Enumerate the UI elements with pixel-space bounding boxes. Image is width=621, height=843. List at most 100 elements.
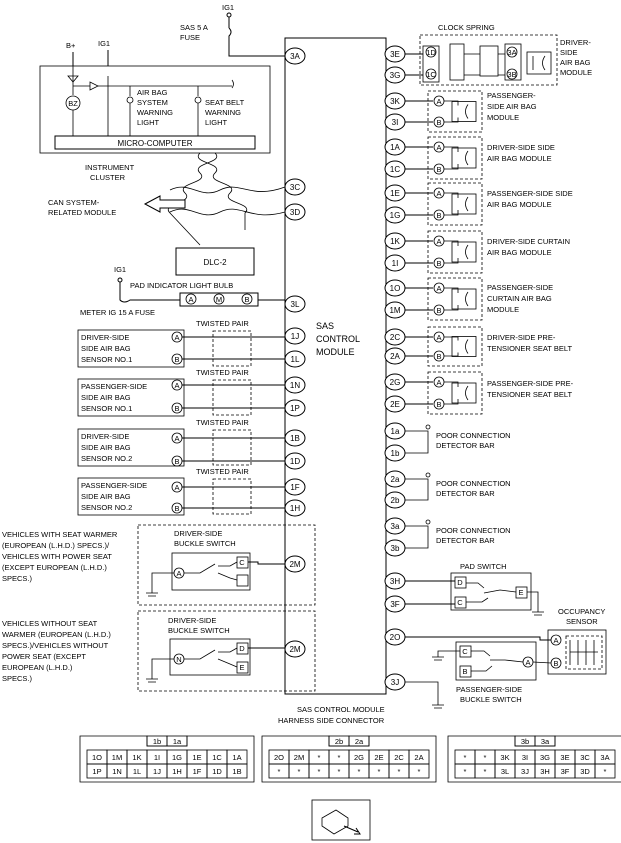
squib-box [451, 101, 477, 122]
squib-box [451, 382, 477, 404]
module-label-1: SAS [316, 321, 334, 331]
pin-label: B [436, 306, 441, 315]
sensor-box [77, 329, 185, 368]
occupancy-label: SENSOR [566, 617, 598, 626]
dlc2-box [175, 247, 255, 276]
pin-3L [284, 295, 306, 313]
view-arrow-icon [343, 825, 361, 835]
pin-label: 3K [390, 97, 400, 106]
pad-bulb-label: PAD INDICATOR LIGHT BULB [130, 281, 233, 290]
connector-pin-label: 3I [522, 753, 528, 762]
twisted-pair-label: TWISTED PAIR [196, 467, 249, 476]
pin-label: 3E [390, 50, 400, 59]
module-wires [405, 146, 433, 170]
pin-label: B [174, 355, 179, 364]
connector-pin-label: 2G [354, 753, 364, 762]
occupancy-sensor-array-icon [569, 640, 598, 665]
pin-label: E [239, 663, 244, 672]
pin-label: D [457, 578, 463, 587]
poor-connection-2: POOR CONNECTION DETECTOR BAR [405, 472, 511, 501]
ground-icon [146, 658, 174, 683]
pin-label: 1N [290, 381, 300, 390]
sensor-label: PASSENGER-SIDE [81, 481, 147, 490]
pad-indicator-wire [119, 282, 285, 303]
occupancy-sensor-box [547, 629, 607, 675]
module-wires [405, 336, 433, 357]
sas-fuse-label-2: FUSE [180, 33, 200, 42]
connector-pin-label: 1b [153, 737, 161, 746]
connector-pin-label: 1L [133, 767, 141, 776]
seatbelt-warning-lamp-icon [194, 96, 202, 104]
sensor-label: SIDE AIR BAG [81, 344, 131, 353]
twisted-pair-box [212, 330, 252, 367]
driver-airbag-module-label: AIR BAG [560, 58, 591, 67]
cluster-internal-wires [72, 66, 109, 136]
connector-cell [534, 735, 556, 747]
pin-label: B [174, 457, 179, 466]
instrument-cluster-box [39, 65, 271, 154]
pin-label: 1D [426, 48, 436, 57]
pin-label: 1b [391, 449, 400, 458]
module-label: DRIVER-SIDE PRE- [487, 333, 556, 342]
module-label-2: CONTROL [316, 334, 360, 344]
connector-pin-label: 3K [500, 753, 509, 762]
connector-pin-label: 1P [92, 767, 101, 776]
pin-label: A [176, 569, 181, 578]
connector-pin-label: 3a [541, 737, 550, 746]
can-twisted-wire-b [167, 152, 218, 246]
connector-cell [166, 735, 188, 747]
pin-label: B [436, 165, 441, 174]
buckle2-condition: POWER SEAT (EXCEPT [2, 652, 86, 661]
module-wires [405, 240, 433, 264]
pin-label: 3A [290, 52, 300, 61]
buckle-switch-1-option-box [137, 524, 316, 606]
pin-label: B [436, 400, 441, 409]
module-outline [427, 182, 483, 226]
pad-ig1-terminal [117, 277, 123, 283]
pbuckle-to-occ-wire [532, 661, 552, 664]
buckle2-condition: EUROPEAN (L.H.D.) [2, 663, 73, 672]
pin-label: A [436, 378, 441, 387]
harness-label: SAS CONTROL MODULE [297, 705, 385, 714]
twisted-pair-label: TWISTED PAIR [196, 319, 249, 328]
twisted-pair-label: TWISTED PAIR [196, 368, 249, 377]
occupancy-label: OCCUPANCY [558, 607, 605, 616]
detector-label: DETECTOR BAR [436, 536, 495, 545]
connector-pin-label: 3L [501, 767, 509, 776]
buckle1-condition: (EUROPEAN (L.H.D.) SPECS.)/ [2, 541, 110, 550]
buckle1-condition: VEHICLES WITH SEAT WARMER [2, 530, 118, 539]
pin-label: 2M [289, 645, 300, 654]
pin-label: A [436, 333, 441, 342]
buckle-switch-2-box [169, 638, 251, 676]
occupancy-element [565, 635, 603, 670]
connector-pin-label: * [484, 753, 487, 762]
buzzer-label: BZ [68, 99, 78, 108]
connector-pin-label: 3F [561, 767, 570, 776]
squib-box [451, 336, 477, 357]
detector-bar [405, 478, 429, 501]
pin-label: 3B [507, 70, 516, 79]
pin-label: A [174, 381, 179, 390]
bplus-label: B+ [66, 41, 76, 50]
buckle-title: BUCKLE SWITCH [174, 539, 236, 548]
can-l-wire [169, 208, 286, 216]
pin-label: 2O [390, 633, 401, 642]
connector-pin-label: 1A [232, 753, 241, 762]
sensor-label: PASSENGER-SIDE [81, 382, 147, 391]
clock-spring-title: CLOCK SPRING [438, 23, 495, 32]
pin-label: B [174, 404, 179, 413]
pad-switch-box [450, 572, 532, 611]
sensor-label: SENSOR NO.2 [81, 454, 132, 463]
diode-icon [67, 75, 79, 83]
pin-label: 2a [391, 475, 400, 484]
pin-label: 1a [391, 427, 400, 436]
twisted-pair-box [212, 478, 252, 515]
connector-pin-label: 3G [540, 753, 550, 762]
detector-bar [405, 525, 429, 549]
clock-connector-right [504, 43, 522, 81]
connector-pin-label: 3D [580, 767, 590, 776]
connector-cell [594, 763, 616, 779]
connector-pin-label: 1K [132, 753, 141, 762]
